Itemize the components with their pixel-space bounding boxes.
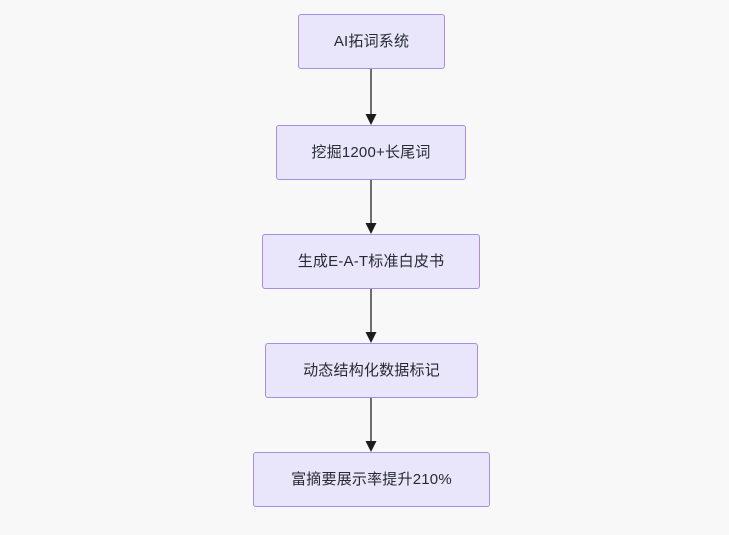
edge-node1-to-node2 bbox=[365, 180, 377, 234]
arrow-head-icon bbox=[365, 223, 377, 234]
flowchart-node-rich-snippet-rate-increase[interactable]: 富摘要展示率提升210% bbox=[253, 452, 490, 507]
edge-node3-to-node4 bbox=[365, 397, 377, 452]
arrow-head-icon bbox=[365, 332, 377, 343]
flowchart-node-dynamic-structured-data-markup[interactable]: 动态结构化数据标记 bbox=[265, 343, 478, 398]
edge-node0-to-node1 bbox=[365, 69, 377, 125]
node-label: 挖掘1200+长尾词 bbox=[311, 143, 431, 161]
node-label: 富摘要展示率提升210% bbox=[291, 470, 452, 488]
arrow-head-icon bbox=[365, 114, 377, 125]
flowchart-node-generate-eat-whitepaper[interactable]: 生成E-A-T标准白皮书 bbox=[262, 234, 480, 289]
arrow-head-icon bbox=[365, 441, 377, 452]
node-label: 生成E-A-T标准白皮书 bbox=[297, 252, 445, 270]
flowchart-node-ai-keyword-system[interactable]: AI拓词系统 bbox=[298, 14, 445, 69]
edge-node2-to-node3 bbox=[365, 288, 377, 343]
flowchart-node-mine-longtail-keywords[interactable]: 挖掘1200+长尾词 bbox=[276, 125, 466, 180]
node-label: AI拓词系统 bbox=[333, 32, 410, 50]
node-label: 动态结构化数据标记 bbox=[303, 361, 440, 379]
